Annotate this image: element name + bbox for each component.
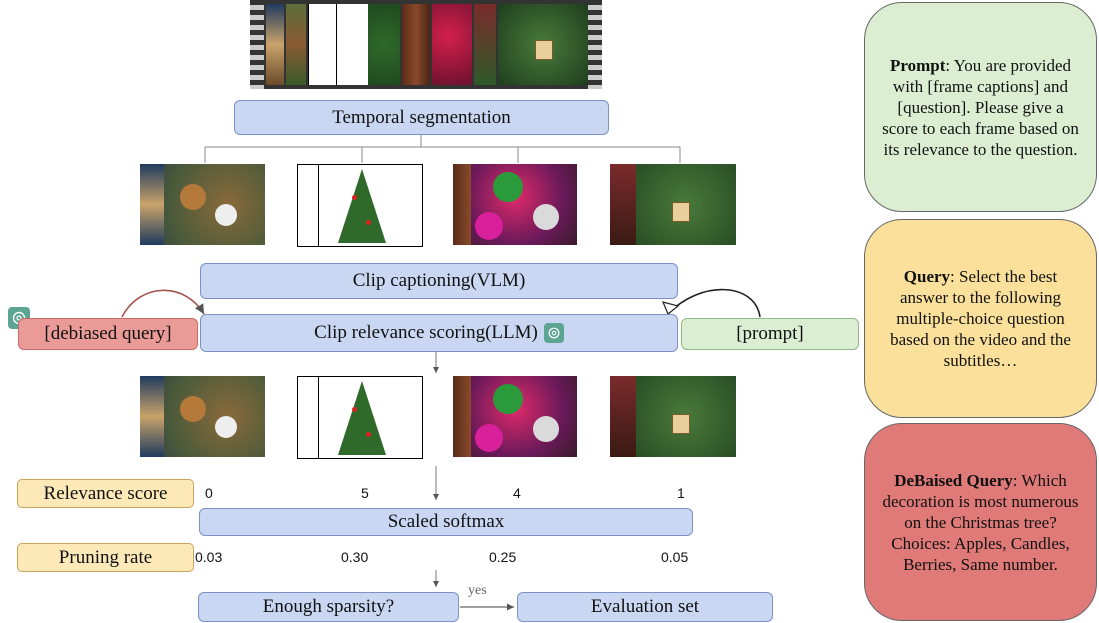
chatgpt-icon — [543, 323, 564, 343]
clip-relevance-box: Clip relevance scoring(LLM) — [200, 314, 678, 352]
clip-captioning-box: Clip captioning(VLM) — [200, 263, 678, 299]
prompt-label: [prompt] — [736, 323, 804, 344]
debiased-query-label: [debiased query] — [44, 323, 172, 344]
clip-thumbnail-ornaments — [453, 164, 577, 245]
scaled-softmax-box: Scaled softmax — [199, 508, 693, 536]
scored-clip-dinner — [140, 376, 265, 457]
enough-sparsity-label: Enough sparsity? — [262, 596, 395, 617]
relevance-score-value: 4 — [513, 485, 521, 501]
evaluation-set-box: Evaluation set — [517, 592, 773, 622]
prompt-panel-text: : You are provided with [frame captions]… — [882, 55, 1079, 159]
prompt-panel: Prompt: You are provided with [frame cap… — [864, 2, 1097, 212]
evaluation-set-label: Evaluation set — [590, 596, 700, 617]
scored-clip-tree-tag — [610, 376, 736, 457]
scored-clip-ornaments — [453, 376, 577, 457]
debiased-panel-text: : Which decoration is most numerous on t… — [882, 470, 1079, 574]
relevance-score-value: 0 — [205, 485, 213, 501]
clip-captioning-label: Clip captioning(VLM) — [352, 270, 526, 291]
clip-thumbnail-dinner — [140, 164, 265, 245]
temporal-segmentation-label: Temporal segmentation — [332, 106, 511, 128]
pruning-rate-label: Pruning rate — [17, 543, 194, 572]
query-panel-title: Query — [903, 267, 951, 286]
prompt-box: [prompt] — [681, 318, 859, 350]
relevance-score-value: 5 — [361, 485, 369, 501]
pruning-rate-value: 0.30 — [341, 549, 369, 565]
enough-sparsity-box: Enough sparsity? — [198, 592, 459, 622]
yes-label: yes — [468, 583, 487, 598]
relevance-score-label: Relevance score — [17, 479, 194, 508]
scaled-softmax-label: Scaled softmax — [387, 511, 505, 532]
clip-thumbnail-tree-tag — [610, 164, 736, 245]
query-panel: Query: Select the best answer to the fol… — [864, 219, 1097, 418]
temporal-segmentation-box: Temporal segmentation — [234, 100, 609, 135]
clip-thumbnail-tree — [297, 164, 423, 247]
clip-relevance-label: Clip relevance scoring(LLM) — [314, 322, 538, 343]
relevance-score-value: 1 — [677, 485, 685, 501]
video-filmstrip — [250, 0, 602, 89]
pruning-rate-value: 0.03 — [195, 549, 223, 565]
scored-clip-tree — [297, 376, 423, 459]
query-panel-text: : Select the best answer to the followin… — [890, 267, 1071, 370]
pruning-rate-value: 0.05 — [661, 549, 689, 565]
debiased-query-box: [debiased query] — [18, 318, 198, 350]
pruning-rate-value: 0.25 — [489, 549, 517, 565]
prompt-panel-title: Prompt — [889, 55, 946, 75]
debiased-query-panel: DeBaised Query: Which decoration is most… — [864, 423, 1097, 621]
debiased-panel-title: DeBaised Query — [894, 470, 1013, 490]
